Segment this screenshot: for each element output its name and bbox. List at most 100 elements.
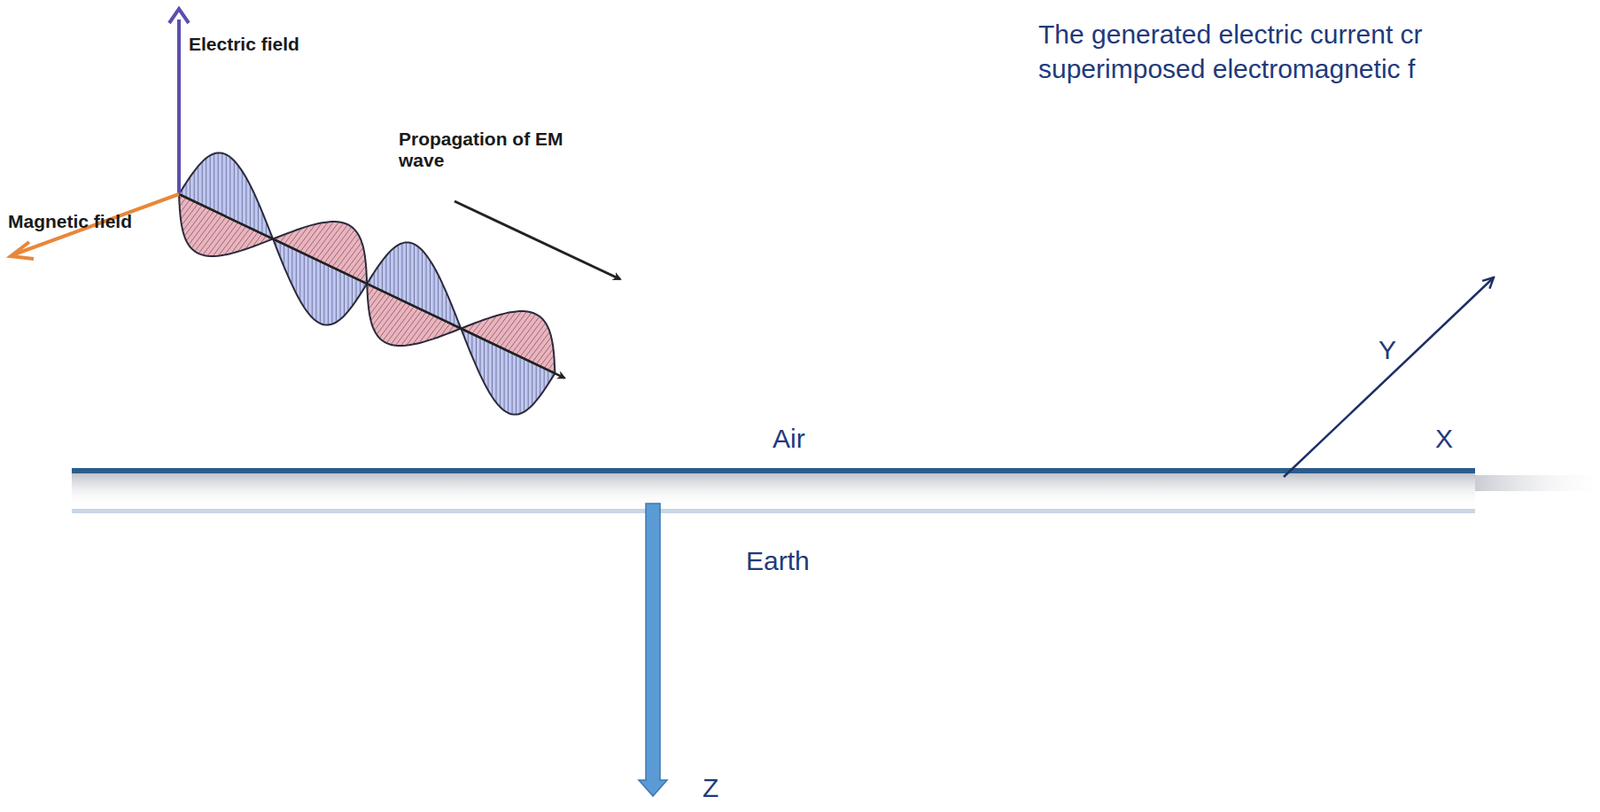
electric-wave-hatch	[237, 165, 239, 223]
electric-wave-hatch	[356, 278, 358, 301]
electric-wave-hatch	[253, 193, 255, 230]
axis-label: Electric field	[188, 33, 300, 55]
magnetic-wave-hatch	[548, 361, 555, 370]
electric-wave-hatch	[450, 301, 451, 324]
electric-wave-hatch	[373, 271, 375, 288]
electric-wave-hatch	[261, 211, 263, 234]
electric-wave-hatch	[426, 255, 428, 312]
magnetic-wave-hatch	[252, 233, 263, 248]
electric-wave-hatch	[467, 331, 469, 347]
electric-wave-hatch	[413, 243, 415, 306]
magnetic-wave-hatch	[360, 271, 367, 280]
magnetic-field-arrow	[10, 241, 34, 259]
magnetic-wave-hatch	[528, 331, 550, 361]
magnetic-wave-hatch	[319, 224, 348, 262]
electric-wave-hatch	[507, 350, 509, 413]
electric-wave-hatch	[189, 176, 191, 200]
y-axis	[1283, 277, 1494, 477]
electric-wave-hatch	[531, 362, 533, 405]
ground-shadow	[1475, 474, 1600, 491]
em-wave	[178, 152, 565, 414]
electric-wave-hatch	[311, 257, 313, 319]
magnetic-wave-hatch	[543, 355, 554, 369]
axis-label: Magnetic field	[7, 210, 133, 233]
region-label: Earth	[745, 545, 810, 577]
electric-wave-hatch	[385, 256, 387, 294]
electric-wave-hatch	[283, 244, 285, 268]
magnetic-wave-hatch	[356, 265, 366, 280]
electric-field-arrow	[169, 8, 189, 24]
magnetic-wave-hatch	[207, 220, 234, 257]
magnetic-wave-hatch	[308, 221, 334, 256]
electric-wave-hatch	[539, 365, 541, 396]
electric-wave-hatch	[197, 165, 199, 203]
magnetic-wave-hatch	[212, 222, 239, 257]
electric-wave-hatch	[429, 260, 431, 314]
electric-wave-hatch	[543, 367, 545, 390]
electric-wave-hatch	[491, 342, 493, 397]
magnetic-wave-hatch	[512, 316, 540, 353]
magnetic-wave-hatch	[368, 290, 382, 309]
magnetic-wave-hatch	[332, 233, 358, 267]
electric-wave-hatch	[445, 291, 447, 321]
surface-line	[71, 467, 1476, 474]
magnetic-wave-hatch	[300, 222, 323, 252]
magnetic-wave-hatch	[231, 227, 251, 254]
magnetic-wave-hatch	[400, 311, 427, 346]
magnetic-wave-hatch	[344, 247, 365, 273]
electric-wave-hatch	[397, 244, 399, 298]
electric-wave-hatch	[488, 341, 490, 390]
axis-label: Y	[1378, 334, 1397, 366]
magnetic-wave-hatch	[311, 221, 339, 257]
magnetic-wave-hatch	[179, 197, 187, 207]
electric-wave-hatch	[418, 246, 420, 308]
magnetic-wave-hatch	[303, 221, 328, 254]
magnetic-wave-hatch	[448, 325, 455, 334]
electric-wave-hatch	[213, 153, 215, 211]
electric-wave	[460, 328, 555, 415]
earth-line	[71, 508, 1476, 513]
electric-wave-hatch	[295, 249, 297, 294]
electric-wave-hatch	[480, 337, 482, 375]
magnetic-wave-hatch	[295, 224, 316, 250]
electric-wave-hatch	[291, 248, 293, 286]
magnetic-wave-hatch	[371, 295, 391, 321]
electric-wave	[366, 242, 461, 329]
magnetic-wave-hatch	[180, 201, 195, 219]
magnetic-wave-hatch	[367, 287, 374, 296]
magnetic-wave-hatch	[390, 308, 419, 345]
electric-field-arrow	[177, 19, 181, 195]
electric-wave-hatch	[194, 170, 195, 202]
electric-wave-hatch	[475, 335, 477, 366]
magnetic-wave-hatch	[372, 296, 395, 327]
electric-wave-hatch	[217, 152, 219, 213]
magnetic-wave-hatch	[516, 318, 544, 355]
electric-wave-hatch	[401, 242, 403, 301]
magnetic-wave-hatch	[191, 212, 218, 249]
electric-wave-hatch	[186, 182, 187, 198]
magnetic-wave-hatch	[179, 199, 190, 213]
electric-wave-hatch	[279, 241, 281, 257]
electric-wave-hatch	[205, 157, 207, 207]
magnetic-wave-hatch	[202, 218, 231, 256]
electric-wave-hatch	[515, 354, 517, 414]
electric-wave-hatch	[229, 156, 231, 218]
electric-wave-hatch	[405, 242, 407, 303]
electric-wave-hatch	[471, 333, 473, 358]
electric-wave-hatch	[512, 352, 513, 414]
magnetic-wave-hatch	[194, 214, 223, 251]
electric-wave-hatch	[257, 201, 259, 232]
note-text: The generated electric current cr	[1038, 19, 1423, 51]
magnetic-wave-hatch	[508, 313, 536, 351]
electric-wave-hatch	[315, 259, 317, 322]
electric-wave-hatch	[201, 162, 203, 206]
z-axis	[638, 503, 668, 796]
magnetic-wave-hatch	[340, 241, 362, 271]
electric-wave-hatch	[335, 269, 337, 323]
magnetic-wave-hatch	[182, 205, 202, 232]
electric-wave-hatch	[209, 155, 211, 210]
electric-wave-hatch	[377, 266, 379, 290]
magnetic-wave-hatch	[532, 336, 552, 363]
ground-shadow	[71, 473, 1476, 507]
